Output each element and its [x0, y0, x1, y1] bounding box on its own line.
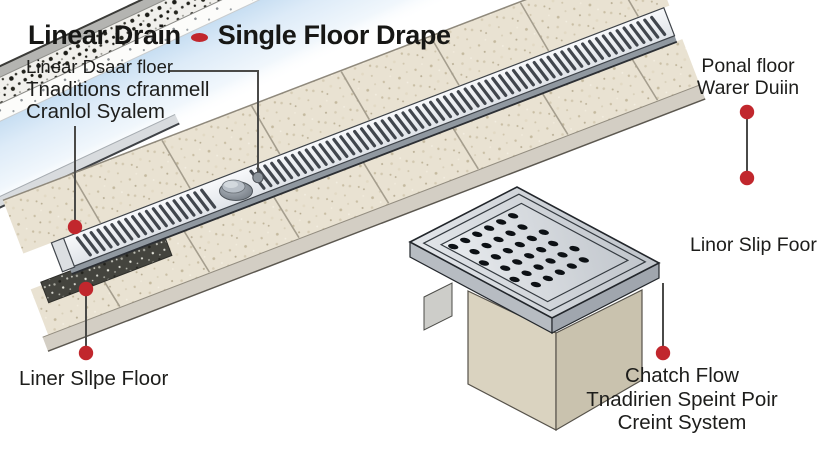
label-linor-slip-floor: Linor Slip Foor [690, 234, 817, 256]
label-catch-line1: Chatch Flow [625, 364, 739, 387]
basin-junction-step [423, 282, 453, 331]
grate-pointer-ball-icon [252, 171, 264, 184]
basin-grate-holes [448, 213, 589, 288]
marker-dot-icon [739, 170, 755, 186]
leader-lines [74, 70, 748, 352]
red-marker-dots [67, 104, 755, 361]
basin-body-right-face [555, 289, 643, 432]
channel-gravel-strip [0, 0, 470, 169]
gravel-edge-line [0, 0, 471, 170]
title-part1: Linear Drain [28, 20, 181, 50]
slab-edge [42, 84, 706, 352]
label-drain-system-line3: Cranlol Syalem [26, 100, 165, 123]
channel-scene [0, 0, 512, 267]
linear-drain-grate [50, 6, 678, 275]
channel-perforated-strip [0, 0, 477, 184]
marker-dot-icon [655, 345, 671, 361]
label-catch-line3: Creint System [617, 411, 747, 434]
linear-drain-scene [2, 0, 706, 352]
label-catch-flow: Chatch Flow Tnadirien Speint Poir Creint… [578, 364, 786, 435]
channel-edge-band [0, 0, 461, 148]
label-panel-line1: Ponal floor [701, 55, 795, 77]
label-drain-system-line1: Linear Dsaar floer [26, 56, 174, 77]
grate-slots [75, 15, 667, 257]
label-panel-floor-drain: Ponal floor Warer Duiin [668, 55, 828, 99]
label-drain-system-line2: Tnaditions cfranmell [26, 77, 210, 101]
marker-dot-icon [78, 281, 94, 297]
catch-basin [410, 187, 659, 432]
title-part2: Single Floor Drape [217, 20, 451, 50]
cleanout-dome-icon [219, 179, 253, 201]
channel-water [0, 0, 512, 258]
label-catch-line2: Tnadirien Speint Poir [586, 387, 778, 411]
title-bullet-icon [190, 33, 208, 42]
label-liner-slope-floor: Liner Sllpe Floor [19, 367, 169, 390]
marker-dot-icon [67, 219, 83, 235]
label-drain-system: Linear Dsaar floer Tnaditions cfranmell … [26, 56, 209, 124]
marker-dot-icon [739, 104, 755, 120]
leader-drain-system [168, 70, 259, 172]
basin-grate-top [410, 187, 659, 318]
diagram-title: Linear Drain Single Floor Drape [28, 20, 451, 51]
marker-dot-icon [78, 345, 94, 361]
tile-floor [2, 0, 706, 352]
label-panel-line2: Warer Duiin [696, 77, 800, 99]
grate-end-cap [50, 237, 76, 273]
